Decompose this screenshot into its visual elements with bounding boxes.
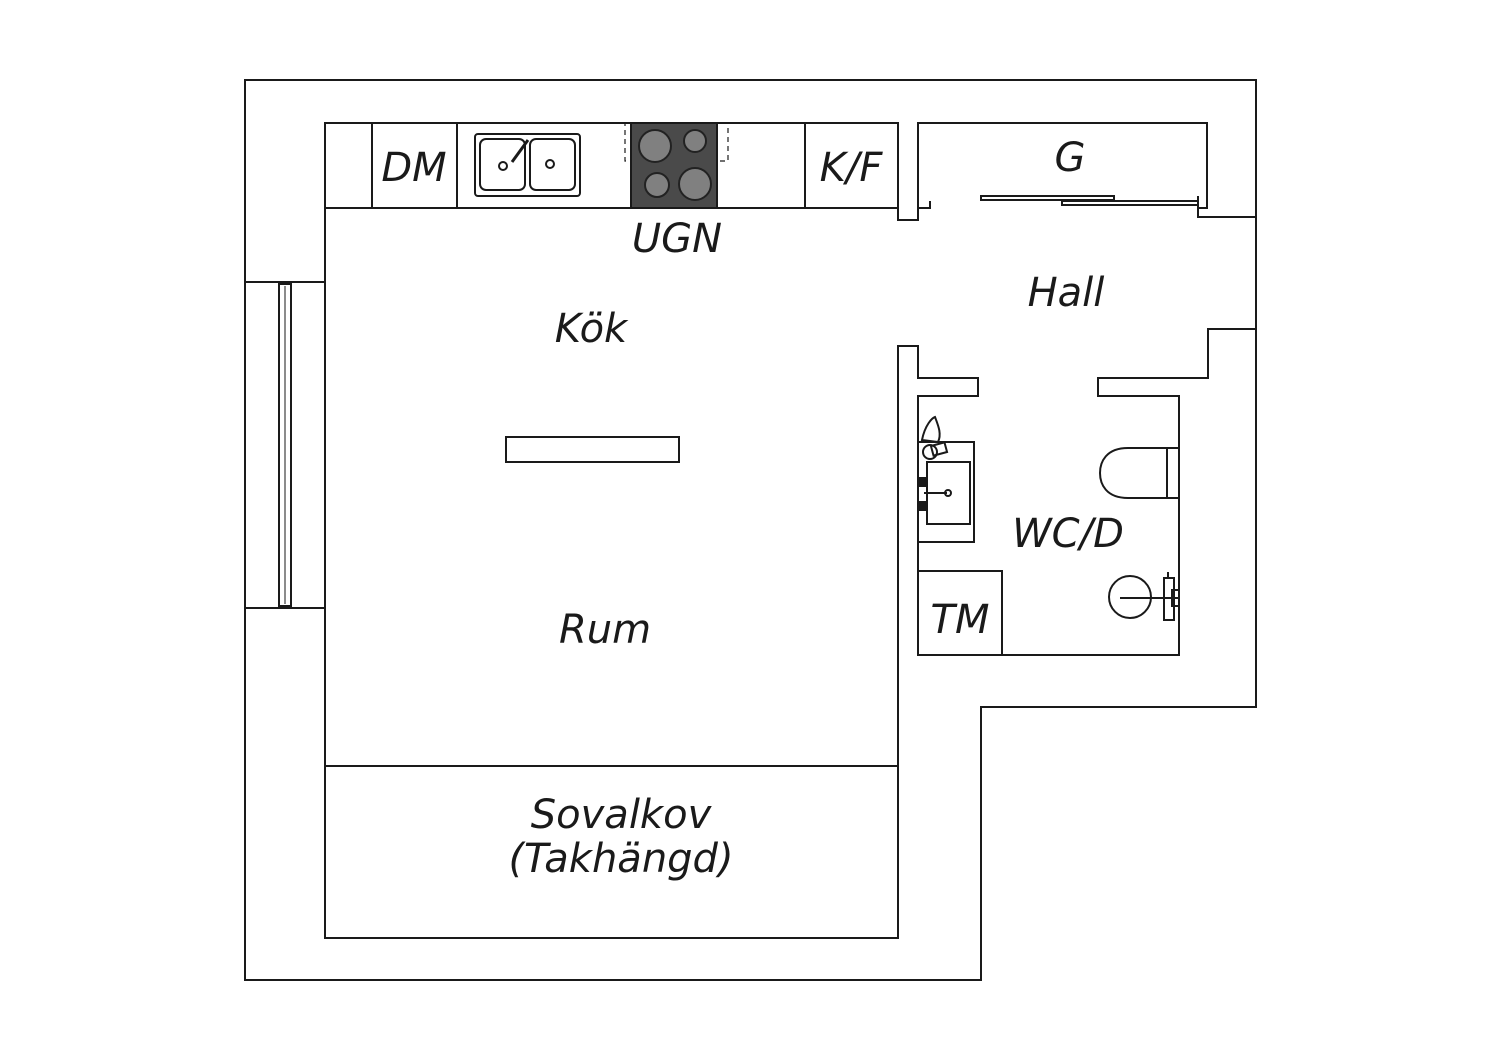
double-sink-icon (474, 133, 581, 197)
label-ugn: UGN (632, 216, 722, 262)
label-wcd: WC/D (1012, 511, 1124, 557)
label-rum: Rum (559, 607, 651, 653)
label-kok: Kök (555, 306, 629, 352)
table (505, 436, 680, 463)
washing-machine (917, 570, 1003, 656)
label-dm: DM (381, 145, 446, 191)
label-hall: Hall (1028, 270, 1105, 316)
washbasin-icon (917, 415, 975, 543)
label-sovalkov: Sovalkov (531, 792, 713, 838)
label-g: G (1055, 135, 1086, 181)
label-kf: K/F (820, 145, 884, 191)
shower-icon (1108, 572, 1180, 621)
window (245, 281, 325, 609)
cooktop-icon (624, 122, 729, 209)
label-takhangd: (Takhängd) (508, 836, 733, 882)
wardrobe (917, 122, 1256, 220)
wall-stub-kitchen (897, 123, 919, 221)
outer-wall (244, 79, 1257, 981)
toilet-icon (1098, 447, 1180, 499)
label-tm: TM (931, 597, 990, 643)
inner-wall-main (324, 123, 1256, 939)
